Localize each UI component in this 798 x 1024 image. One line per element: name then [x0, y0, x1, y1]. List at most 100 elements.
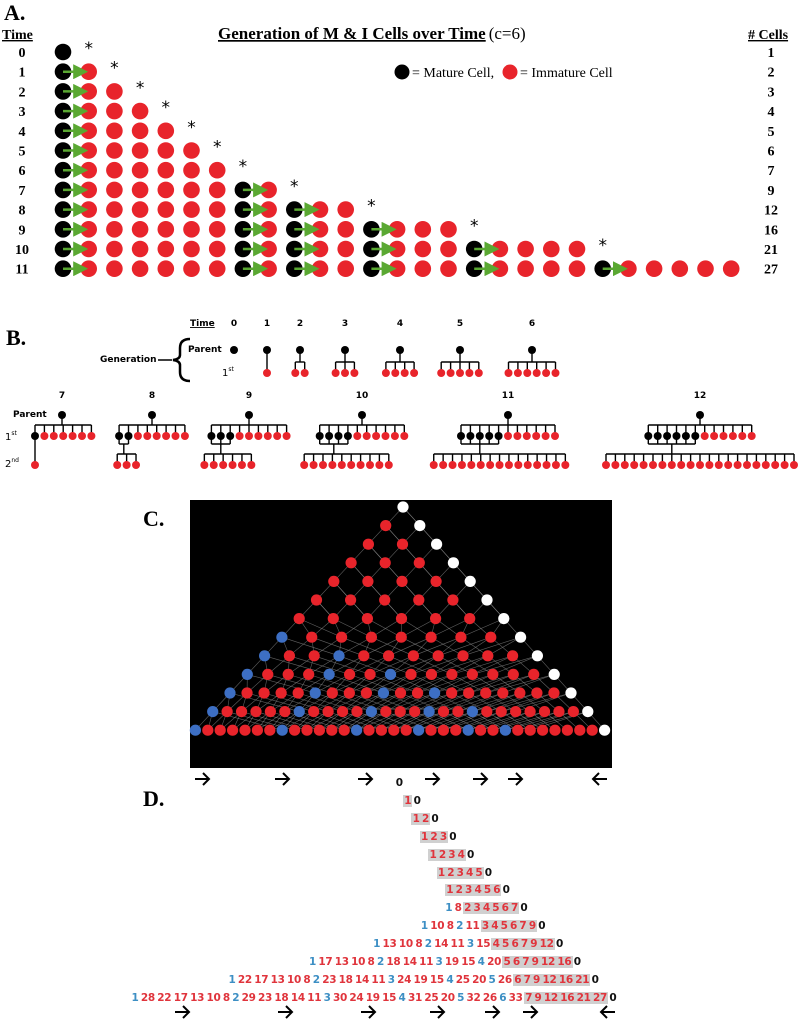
network-edge	[451, 674, 493, 694]
immature-number: 17	[254, 973, 269, 986]
immature-node	[396, 538, 409, 550]
arrow-head	[285, 1005, 294, 1019]
immature-number: 13	[334, 956, 349, 968]
cell-count: 9	[768, 184, 775, 199]
immature-number: 3	[447, 848, 457, 861]
immature-number: 9	[529, 938, 539, 951]
network-edge	[319, 711, 358, 731]
immature-number: 1	[403, 794, 413, 807]
arrow-head	[599, 1005, 608, 1019]
root-number: 0	[573, 956, 581, 968]
root-number: 0	[520, 902, 528, 915]
network-edge	[417, 674, 473, 694]
second-sup: nd	[11, 457, 19, 464]
gen1-immature-cell	[410, 369, 419, 377]
network-edge	[385, 692, 435, 712]
mature-number: 4	[398, 991, 406, 1004]
immature-node	[326, 687, 338, 699]
immature-cell	[183, 260, 200, 278]
immature-cell	[131, 142, 149, 159]
immature-cell	[517, 240, 534, 258]
immature-number: 12	[541, 973, 558, 986]
parent-cell	[528, 346, 536, 354]
root-node	[498, 613, 510, 625]
b-time-header: Time	[190, 319, 215, 329]
gen1-immature-cell	[40, 432, 49, 440]
immature-number: 10	[351, 956, 366, 968]
immature-number: 16	[557, 973, 575, 986]
network-edge	[308, 655, 340, 675]
immature-node	[553, 706, 565, 718]
immature-number: 1	[428, 848, 438, 861]
immature-node	[537, 724, 549, 736]
network-edge	[332, 692, 386, 712]
immature-node	[227, 724, 239, 736]
immature-node	[293, 613, 305, 625]
immature-number: 15	[382, 991, 397, 1004]
gen2-immature-cell	[337, 461, 346, 469]
immature-number: 1	[445, 884, 455, 897]
network-edge	[314, 655, 371, 675]
immature-node	[395, 613, 408, 625]
mature-number: 1	[228, 973, 236, 986]
gen2-immature-cell	[318, 461, 327, 469]
arrow-head	[368, 1005, 377, 1019]
time-value: 1	[19, 66, 26, 81]
immature-number: 15	[429, 973, 444, 986]
immature-node	[308, 706, 320, 718]
immature-number: 6	[513, 973, 523, 986]
immature-number: 30	[332, 991, 347, 1004]
mature-node	[466, 706, 478, 718]
immature-number: 10	[287, 973, 302, 986]
mature-number: 1	[373, 938, 381, 951]
gen2-immature-cell	[237, 461, 246, 469]
gen1-immature-cell	[87, 432, 96, 440]
gen2-immature-cell	[439, 461, 448, 469]
gen2-immature-cell	[743, 461, 751, 469]
network-edge	[349, 674, 391, 694]
network-edge	[501, 692, 555, 712]
first-sup: st	[11, 430, 17, 437]
network-edge	[485, 674, 555, 694]
arrow-right-icon	[358, 772, 374, 786]
immature-number: 2	[429, 830, 439, 843]
immature-number: 14	[434, 938, 449, 951]
network-edge	[356, 692, 401, 712]
gen2-immature-cell	[219, 461, 228, 469]
immature-node	[235, 706, 248, 718]
gen1-immature-cell	[263, 432, 272, 440]
immature-node	[400, 724, 412, 736]
mature-node	[309, 687, 321, 699]
gen2-immature-cell	[542, 461, 551, 469]
gen2-immature-cell	[309, 461, 318, 469]
immature-number: 13	[190, 991, 205, 1004]
immature-node	[394, 687, 407, 699]
immature-number: 7	[522, 973, 532, 986]
immature-number: 19	[444, 956, 459, 968]
immature-cell	[106, 221, 123, 238]
gen1-immature-cell	[78, 432, 86, 440]
asterisk-marker: *	[84, 39, 93, 59]
immature-cell	[414, 221, 432, 238]
mature-node	[323, 668, 335, 681]
mature-node	[499, 724, 511, 736]
gen2-immature-cell	[696, 461, 704, 469]
arrow-right-icon	[278, 1005, 294, 1019]
immature-number: 15	[476, 938, 491, 951]
number-row: 0	[395, 776, 404, 790]
immature-number: 6	[500, 902, 510, 915]
gen1-immature-cell	[162, 432, 171, 440]
gen1-immature-cell	[465, 369, 474, 377]
mature-node	[276, 724, 288, 736]
immature-node	[524, 724, 536, 736]
network-edge	[406, 711, 444, 731]
gen2-immature-cell	[384, 461, 393, 469]
time-value: 0	[19, 46, 26, 61]
network-edge	[472, 655, 513, 675]
mature-node	[276, 631, 288, 643]
network-edge	[366, 674, 412, 694]
immature-node	[383, 650, 395, 662]
immature-number: 5	[500, 938, 511, 951]
parent-cell	[358, 411, 366, 419]
